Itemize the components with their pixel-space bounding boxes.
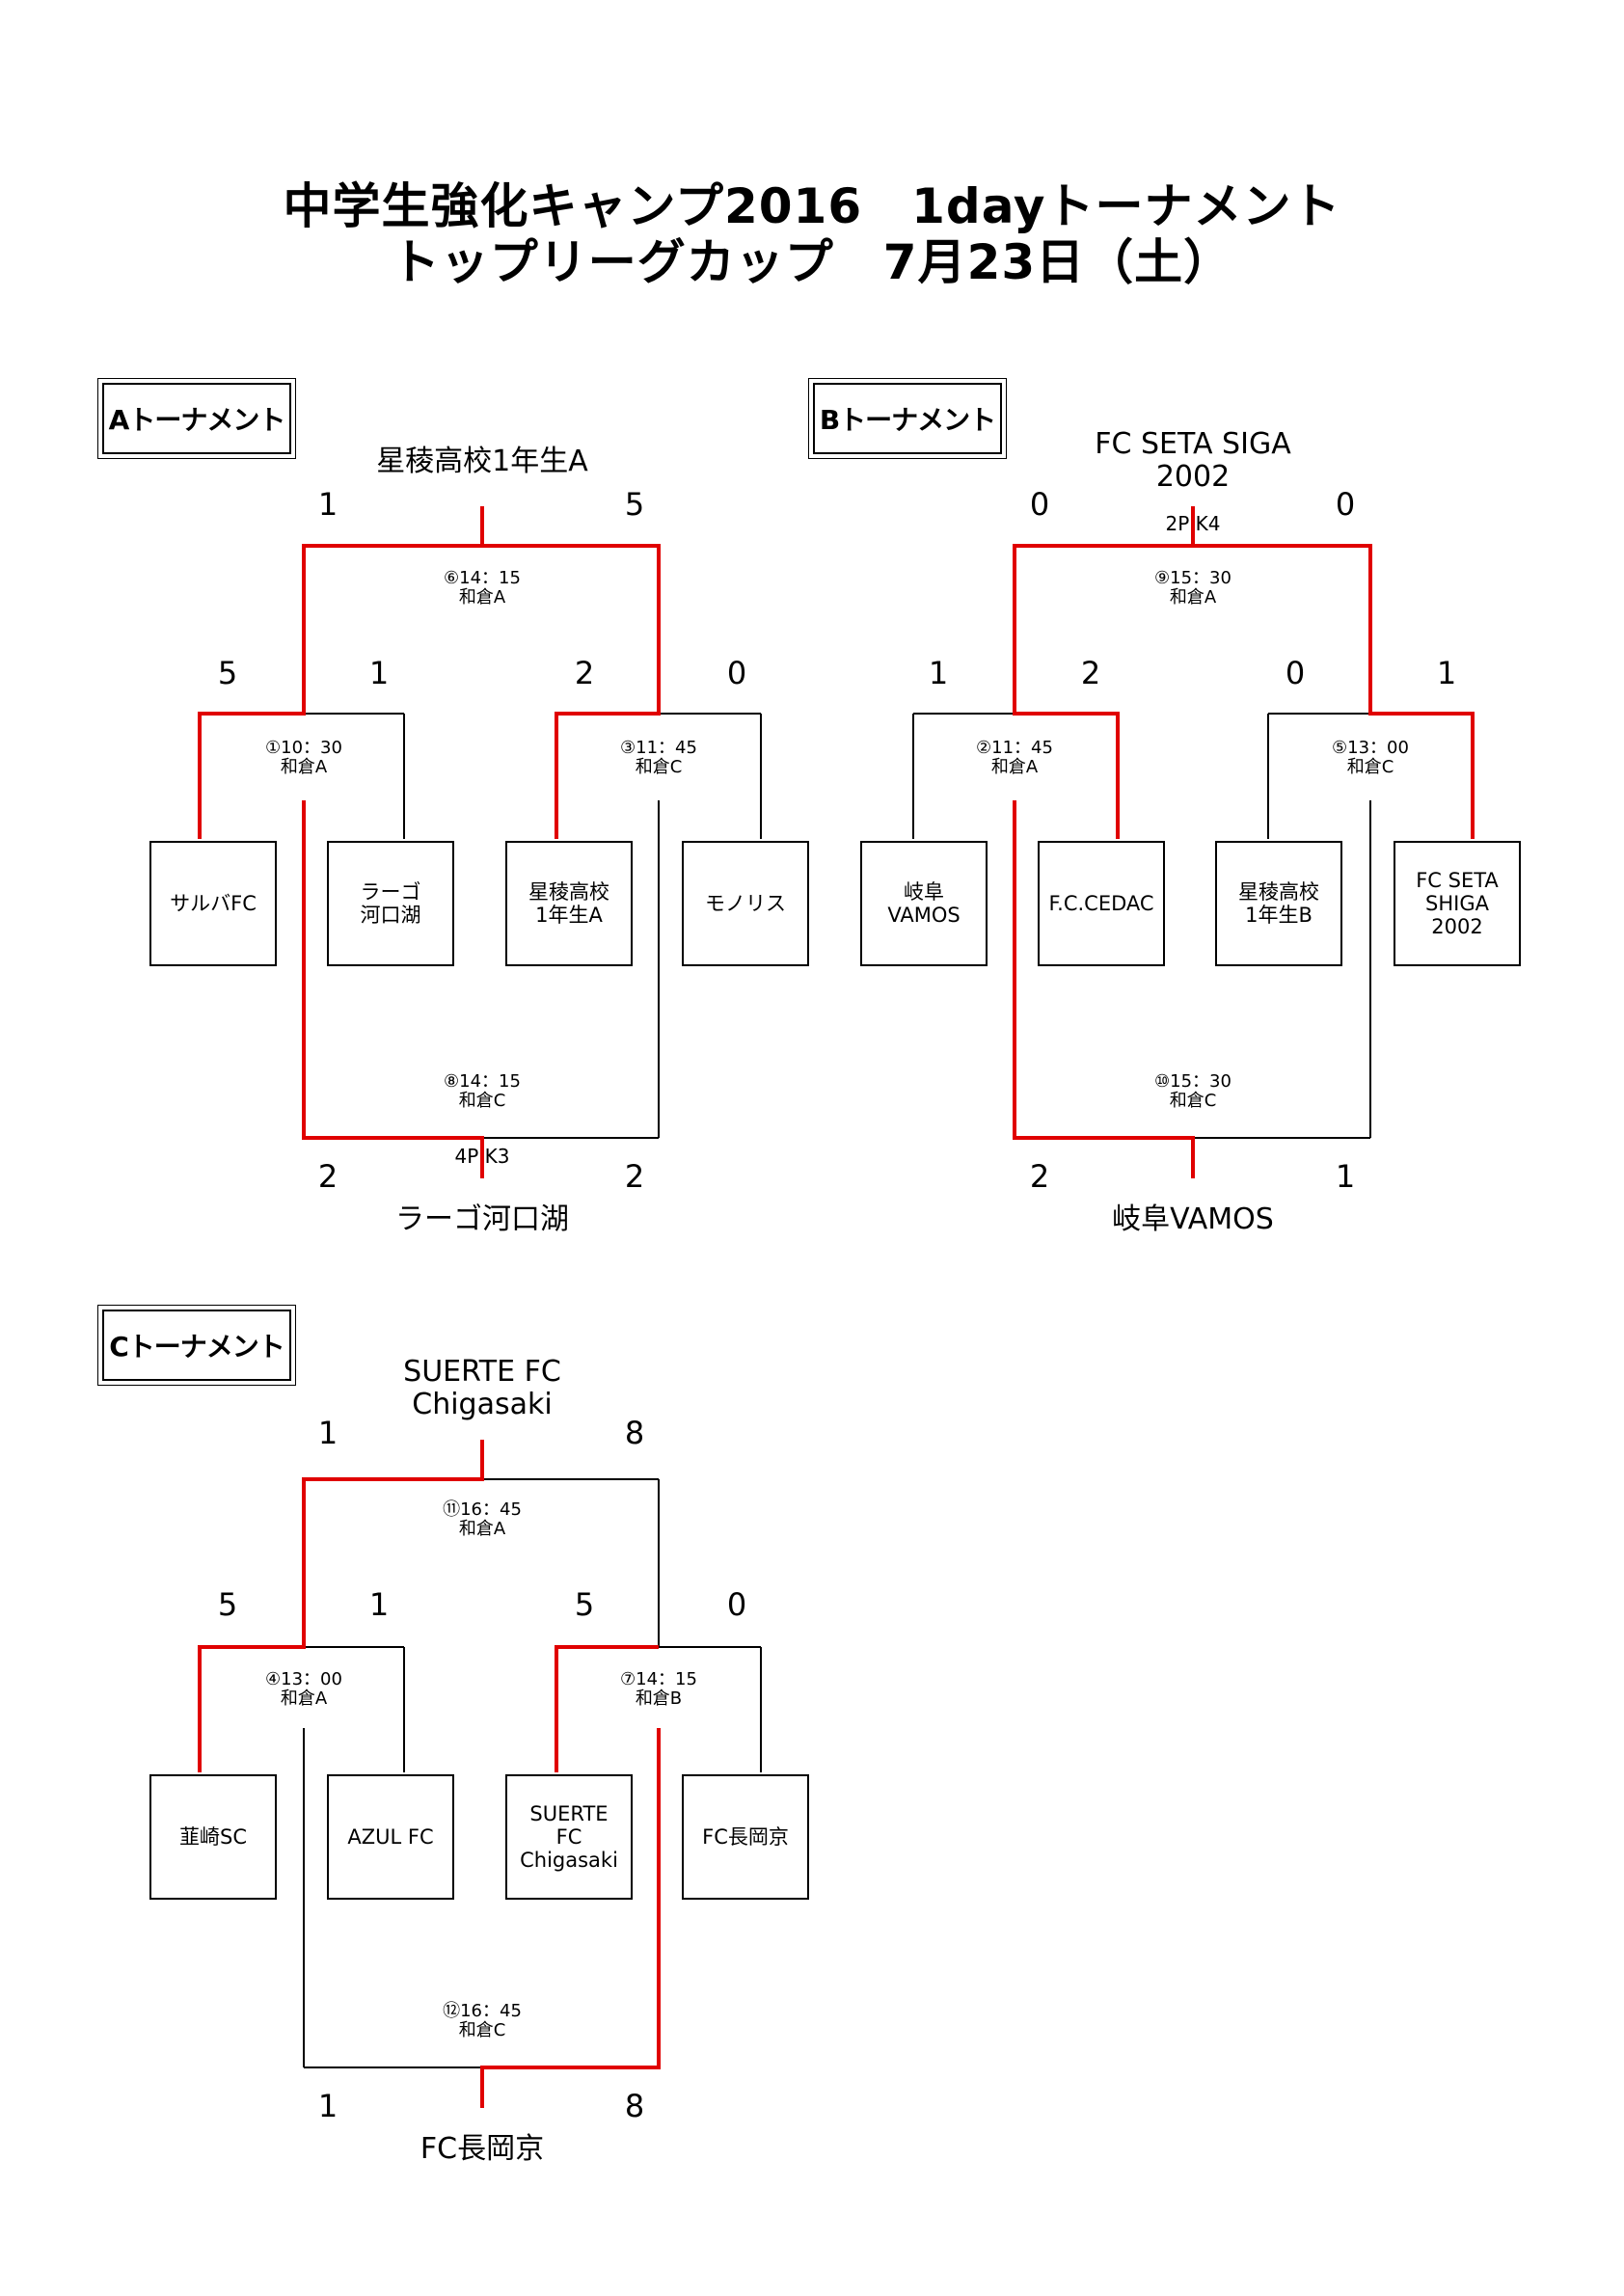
c-final-right-score: 8: [624, 1415, 645, 1451]
c-semi-right-match-venue: 和倉B: [635, 1688, 683, 1709]
tournament-a-label: Aトーナメント: [97, 378, 296, 459]
a-semi-right-r-score: 0: [726, 655, 747, 691]
a-team-1: サルバFC: [149, 841, 277, 966]
page-title-line2: トップリーグカップ 7月23日（土）: [391, 234, 1233, 290]
c-semi-right-l-score: 5: [574, 1586, 595, 1623]
c-third-right-score: 8: [624, 2088, 645, 2124]
b-final-left-score: 0: [1029, 486, 1050, 523]
a-third-match-time: ⑧14：15: [444, 1071, 521, 1092]
c-team-1: 韮崎SC: [149, 1774, 277, 1900]
c-third-left-score: 1: [317, 2088, 338, 2124]
c-third-match-time: ⑫16：45: [443, 2001, 522, 2021]
a-team-2: ラーゴ 河口湖: [327, 841, 454, 966]
c-final-match-venue: 和倉A: [458, 1519, 506, 1539]
c-semi-left-match-venue: 和倉A: [280, 1688, 328, 1709]
b-final-match-time: ⑨15：30: [1154, 568, 1232, 588]
c-team-3: SUERTE FC Chigasaki: [505, 1774, 633, 1900]
b-final-pk: 2P K4: [1165, 512, 1221, 535]
b-team-1: 岐阜 VAMOS: [860, 841, 988, 966]
c-final-left-score: 1: [317, 1415, 338, 1451]
b-semi-right-match-venue: 和倉C: [1346, 757, 1394, 777]
tournament-a-champion: 星稜高校1年生A: [376, 445, 588, 478]
c-final-match-time: ⑪16：45: [443, 1499, 522, 1520]
c-semi-left-r-score: 1: [368, 1586, 390, 1623]
a-semi-right-match-venue: 和倉C: [635, 757, 683, 777]
c-team-4: FC長岡京: [682, 1774, 809, 1900]
bracket-a-lines: [198, 506, 762, 1178]
b-third-right-score: 1: [1335, 1158, 1356, 1195]
a-semi-left-match-venue: 和倉A: [280, 757, 328, 777]
a-final-match-time: ⑥14：15: [444, 568, 521, 588]
a-semi-left-match-time: ①10：30: [265, 738, 342, 758]
tournament-b-champion: FC SETA SIGA 2002: [1095, 427, 1291, 494]
tournament-b-label: Bトーナメント: [808, 378, 1007, 459]
tournament-a-label-text: Aトーナメント: [102, 383, 291, 454]
c-semi-left-l-score: 5: [217, 1586, 238, 1623]
a-final-left-score: 1: [317, 486, 338, 523]
b-third-match-venue: 和倉C: [1169, 1091, 1217, 1111]
b-team-3: 星稜高校 1年生B: [1215, 841, 1342, 966]
a-third-place-winner: ラーゴ河口湖: [395, 1202, 569, 1236]
b-semi-left-r-score: 2: [1080, 655, 1101, 691]
b-third-left-score: 2: [1029, 1158, 1050, 1195]
b-third-match-time: ⑩15：30: [1154, 1071, 1232, 1092]
a-team-4: モノリス: [682, 841, 809, 966]
b-semi-right-l-score: 0: [1285, 655, 1306, 691]
a-third-right-score: 2: [624, 1158, 645, 1195]
a-third-match-venue: 和倉C: [458, 1091, 506, 1111]
tournament-c-label-text: Cトーナメント: [102, 1310, 291, 1381]
a-team-3: 星稜高校 1年生A: [505, 841, 633, 966]
tournament-c-label: Cトーナメント: [97, 1305, 296, 1386]
c-semi-right-match-time: ⑦14：15: [620, 1669, 697, 1689]
b-semi-right-match-time: ⑤13：00: [1332, 738, 1409, 758]
a-semi-right-match-time: ③11：45: [620, 738, 697, 758]
bracket-c-lines: [198, 1440, 762, 2108]
b-team-4: FC SETA SHIGA 2002: [1394, 841, 1521, 966]
tournament-c-champion: SUERTE FC Chigasaki: [403, 1355, 561, 1421]
a-semi-left-l-score: 5: [217, 655, 238, 691]
c-semi-right-r-score: 0: [726, 1586, 747, 1623]
b-final-match-venue: 和倉A: [1169, 587, 1217, 608]
b-semi-left-match-venue: 和倉A: [990, 757, 1039, 777]
c-semi-left-match-time: ④13：00: [265, 1669, 342, 1689]
a-semi-right-l-score: 2: [574, 655, 595, 691]
tournament-b-label-text: Bトーナメント: [813, 383, 1002, 454]
b-third-place-winner: 岐阜VAMOS: [1112, 1202, 1274, 1236]
a-final-match-venue: 和倉A: [458, 587, 506, 608]
b-semi-right-r-score: 1: [1436, 655, 1457, 691]
b-semi-left-l-score: 1: [928, 655, 949, 691]
page-title-line1: 中学生強化キャンプ2016 1dayトーナメント: [283, 178, 1341, 234]
a-final-right-score: 5: [624, 486, 645, 523]
a-semi-left-r-score: 1: [368, 655, 390, 691]
bracket-b-lines: [912, 506, 1475, 1178]
c-third-match-venue: 和倉C: [458, 2020, 506, 2040]
c-team-2: AZUL FC: [327, 1774, 454, 1900]
b-semi-left-match-time: ②11：45: [976, 738, 1053, 758]
c-third-place-winner: FC長岡京: [420, 2132, 545, 2166]
b-team-2: F.C.CEDAC: [1038, 841, 1165, 966]
a-third-pk: 4P K3: [454, 1145, 510, 1168]
a-third-left-score: 2: [317, 1158, 338, 1195]
b-final-right-score: 0: [1335, 486, 1356, 523]
